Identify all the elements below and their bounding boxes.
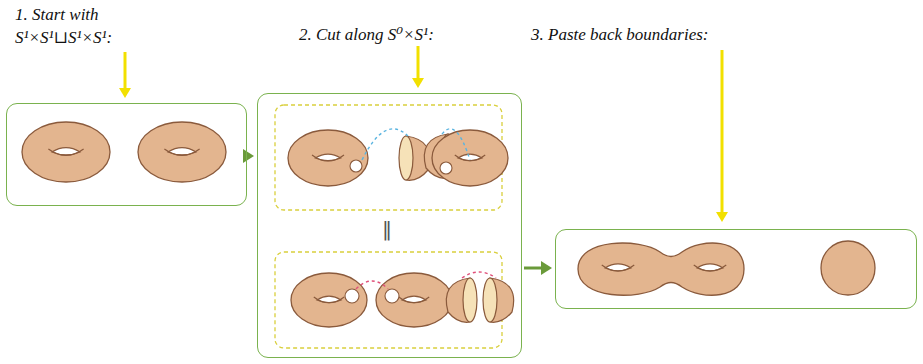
torus-body (22, 122, 110, 182)
torus-hole-rim (602, 265, 635, 271)
stage-heading: 3. Paste back boundaries: (531, 23, 771, 46)
gluing-arc (462, 272, 496, 278)
arrow-head (541, 261, 552, 275)
double-torus (578, 243, 744, 295)
double-torus-body (578, 243, 744, 295)
pointer-arrow (417, 46, 420, 80)
torus-hole-rim (314, 297, 344, 303)
pointer-head (119, 88, 131, 98)
torus-body (138, 122, 226, 182)
pointer-head (412, 78, 424, 88)
hemisphere-piece (483, 278, 514, 322)
torus-body (432, 130, 508, 186)
equals-sign: ‖ (380, 217, 394, 241)
hemisphere-piece (446, 278, 477, 322)
gluing-arc (442, 129, 470, 160)
stage-heading: 2. Cut along S⁰×S¹: (299, 23, 519, 46)
torus-hole-rim (312, 155, 344, 161)
cut-hole (440, 162, 452, 174)
stage-panel: 3. Paste back boundaries: (555, 229, 917, 309)
torus (288, 130, 368, 186)
pointer-arrow (721, 50, 724, 214)
torus (138, 122, 226, 182)
stage-heading: 1. Start with S¹×S¹⊔S¹×S¹: (15, 3, 155, 49)
pointer-head (716, 212, 728, 222)
flow-arrow (524, 261, 552, 275)
pointer-arrow (124, 52, 127, 92)
torus-hole-rim (399, 297, 429, 303)
sphere (821, 241, 875, 295)
cut-hole (345, 289, 359, 303)
torus (22, 122, 110, 182)
torus-hole-rim (48, 149, 83, 155)
gluing-arc (362, 129, 408, 160)
torus-body (376, 273, 452, 327)
piece-face (483, 278, 497, 322)
torus (432, 130, 508, 186)
piece-face (399, 136, 413, 180)
flow-arrow (243, 149, 254, 163)
torus (376, 273, 452, 327)
torus-hole-rim (694, 265, 727, 271)
cut-hole (385, 289, 399, 303)
torus-body (291, 273, 367, 327)
stage-panel: 1. Start with S¹×S¹⊔S¹×S¹: (6, 103, 247, 206)
torus-body (288, 130, 368, 186)
torus-hole-rim (164, 149, 199, 155)
arrow-head (243, 149, 254, 163)
piece-face (463, 278, 477, 322)
cut-hole (350, 160, 362, 172)
torus (291, 273, 367, 327)
dashed-group (275, 252, 502, 348)
dashed-group (275, 105, 502, 210)
gluing-arc (356, 281, 388, 289)
